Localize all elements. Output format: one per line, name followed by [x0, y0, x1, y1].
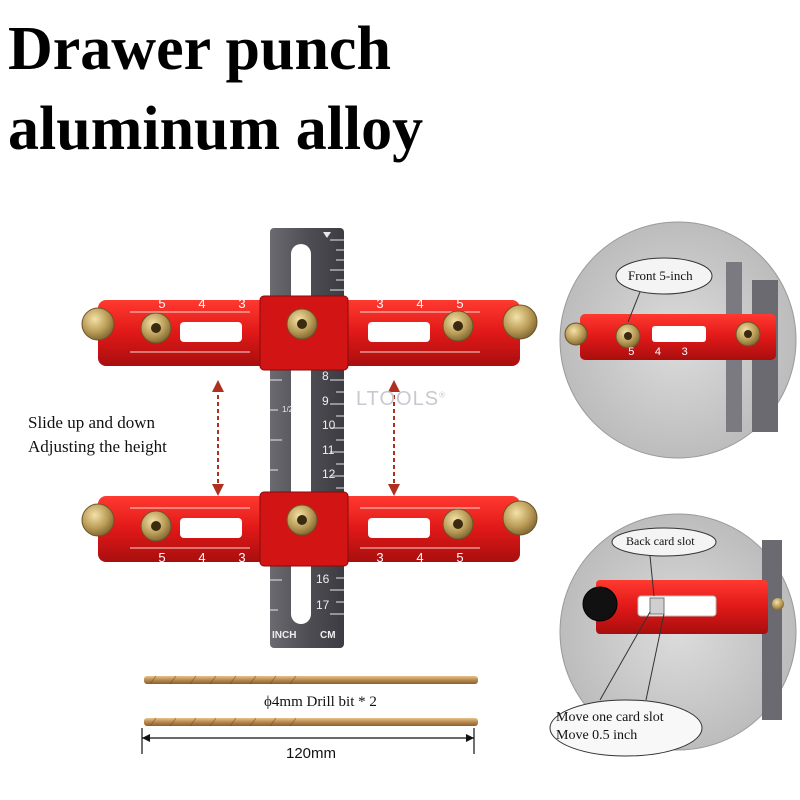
- ruler-cm-10: 10: [322, 418, 336, 432]
- ruler-cm-8: 8: [322, 369, 329, 383]
- jig-scale-number: 5: [158, 550, 166, 565]
- length-caption: 120mm: [286, 745, 337, 762]
- jig-scale-number: 5: [158, 296, 166, 311]
- slide-caption-line-1: Slide up and down: [28, 413, 156, 432]
- detail-front-scale: 5 4 3: [618, 346, 698, 358]
- jig-scale-number: 5: [456, 550, 464, 565]
- detail-circle-back: [549, 513, 797, 757]
- front-5-inch-label: Front 5-inch: [628, 268, 693, 283]
- ruler-cm-12: 12: [322, 467, 336, 481]
- length-dimension: [141, 728, 475, 754]
- jig-scale-number: 3: [376, 550, 384, 565]
- jig-scale-number: 4: [198, 550, 206, 565]
- jig-bottom-scale-left: 5 4 3: [142, 550, 262, 565]
- jig-scale-number: 4: [198, 296, 206, 311]
- detail-scale-number: 5: [628, 346, 635, 358]
- jig-top-scale-left: 5 4 3: [142, 296, 262, 311]
- detail-scale-number: 4: [654, 346, 662, 358]
- jig-scale-number: 4: [416, 550, 424, 565]
- back-card-slot-label: Back card slot: [626, 534, 695, 548]
- ruler-cm-16: 16: [316, 572, 330, 586]
- ruler-fraction: 1/2: [282, 405, 294, 414]
- jig-bottom-scale-right: 3 4 5: [360, 550, 480, 565]
- brand-text: LTOOLS: [356, 388, 440, 410]
- slide-caption-line-2: Adjusting the height: [28, 437, 167, 456]
- move-note-line-1: Move one card slot: [556, 710, 664, 725]
- jig-scale-number: 3: [238, 550, 246, 565]
- jig-scale-number: 3: [376, 296, 384, 311]
- ruler-unit-inch: INCH: [272, 630, 297, 641]
- brand-watermark: LTOOLS®: [356, 388, 446, 411]
- title-line-1: Drawer punch: [8, 15, 391, 83]
- jig-scale-number: 3: [238, 296, 246, 311]
- detail-circle-front: [559, 221, 797, 459]
- jig-scale-number: 5: [456, 296, 464, 311]
- drill-bit-caption: ϕ4mm Drill bit * 2: [264, 694, 377, 710]
- ruler-cm-9: 9: [322, 393, 329, 408]
- ruler-cm-11: 11: [322, 442, 335, 457]
- ruler-cm-numbers: 8 9 10 11 12: [322, 364, 335, 487]
- move-note-line-2: Move 0.5 inch: [556, 728, 638, 743]
- drill-bits: [144, 675, 478, 727]
- ruler-cm-17: 17: [316, 598, 330, 612]
- height-arrows: [217, 388, 395, 488]
- title-line-2: aluminum alloy: [8, 95, 424, 163]
- brass-guides: [81, 304, 538, 542]
- ruler-unit-cm: CM: [320, 630, 336, 641]
- brand-symbol: ®: [439, 390, 446, 400]
- detail-scale-number: 3: [681, 346, 688, 358]
- jig-top-scale-right: 3 4 5: [360, 296, 480, 311]
- jig-scale-number: 4: [416, 296, 424, 311]
